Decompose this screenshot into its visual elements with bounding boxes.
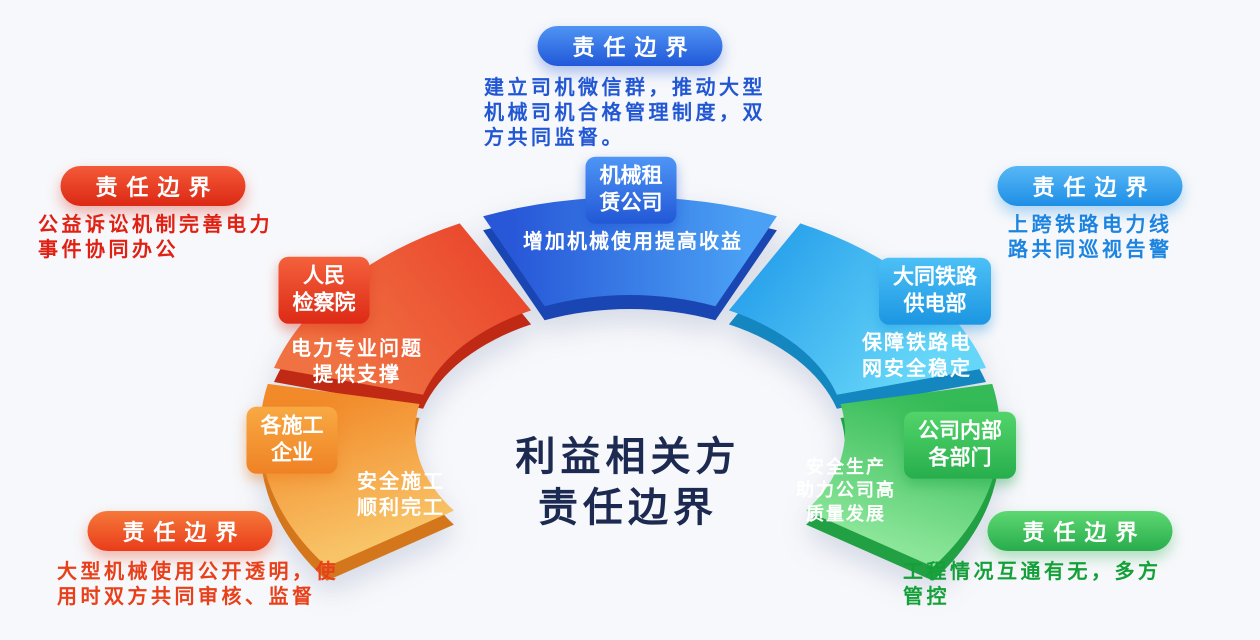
ring-segment-machinery-leasing-company — [483, 196, 777, 307]
callout-pill-right-upper: 责任边界 — [997, 166, 1183, 206]
callout-text-line: 机械司机合格管理制度，双 — [484, 101, 766, 124]
callout-pill-right-lower: 责任边界 — [987, 511, 1173, 551]
callout-text-line: 公益诉讼机制完善电力 — [38, 214, 273, 236]
callout-text-left-upper: 公益诉讼机制完善电力 事件协同办公 — [38, 213, 273, 263]
callout-text-right-upper: 上跨铁路电力线 路共同巡视告警 — [1008, 213, 1173, 263]
center-title-line2: 责任边界 — [538, 486, 718, 530]
segment-desc-text: 助力公司高 — [796, 480, 896, 501]
callout-text-line: 建立司机微信群，推动大型 — [484, 77, 766, 99]
segment-desc-internal-departments: 安全生产 助力公司高 质量发展 — [796, 456, 896, 526]
segment-label-text: 机械租 — [599, 164, 663, 188]
segment-desc-text: 质量发展 — [806, 503, 886, 524]
callout-text-top: 建立司机微信群，推动大型 机械司机合格管理制度，双 方共同监督。 — [484, 76, 766, 150]
callout-text-line: 管控 — [903, 585, 950, 608]
callout-pill-left-upper: 责任边界 — [60, 166, 246, 206]
segment-desc-text: 顺利完工 — [357, 497, 445, 519]
segment-label-construction: 各施工 企业 — [246, 406, 338, 474]
segment-desc-construction: 安全施工 顺利完工 — [357, 469, 445, 521]
segment-label-text: 赁公司 — [599, 192, 663, 215]
segment-desc-text: 增加机械使用提高收益 — [523, 231, 743, 253]
segment-label-text: 公司内部 — [918, 419, 1002, 443]
segment-label-text: 人民 — [303, 264, 345, 288]
callout-text-left-lower: 大型机械使用公开透明，使 用时双方共同审核、监督 — [57, 560, 339, 610]
segment-label-text: 大同铁路 — [893, 265, 977, 289]
callout-text-line: 大型机械使用公开透明，使 — [57, 561, 339, 583]
callout-pill-top: 责任边界 — [537, 26, 723, 66]
callout-pill-left-lower: 责任边界 — [87, 511, 273, 551]
segment-label-text: 检察院 — [292, 292, 356, 315]
segment-desc-datong-railway: 保障铁路电 网安全稳定 — [862, 330, 972, 382]
callout-text-line: 方共同监督。 — [484, 126, 625, 149]
callout-text-line: 工程情况互通有无，多方 — [903, 561, 1162, 583]
callout-text-line: 路共同巡视告警 — [1008, 238, 1173, 261]
segment-desc-text: 电力专业问题 — [291, 338, 423, 360]
segment-label-datong-railway: 大同铁路 供电部 — [879, 257, 991, 325]
callout-text-line: 用时双方共同审核、监督 — [57, 585, 316, 608]
ring-segment-datong-railway-power-supply — [728, 223, 986, 395]
center-title-line1: 利益相关方 — [515, 434, 741, 479]
segment-label-text: 供电部 — [903, 293, 967, 316]
segment-desc-machinery-leasing: 增加机械使用提高收益 — [523, 229, 743, 255]
segment-desc-text: 安全施工 — [357, 471, 445, 493]
segment-label-text: 企业 — [271, 442, 313, 465]
callout-text-right-lower: 工程情况互通有无，多方 管控 — [903, 560, 1162, 610]
callout-text-line: 事件协同办公 — [38, 238, 179, 261]
segment-desc-text: 提供支撑 — [313, 364, 401, 386]
callout-text-line: 上跨铁路电力线 — [1008, 214, 1173, 236]
segment-label-text: 各部门 — [928, 447, 992, 470]
segment-desc-text: 保障铁路电 — [862, 332, 972, 354]
ring-segment-peoples-procuratorate — [274, 223, 532, 395]
segment-label-text: 各施工 — [260, 414, 324, 438]
segment-desc-text: 网安全稳定 — [862, 358, 972, 380]
segment-desc-text: 安全生产 — [806, 456, 886, 477]
center-title: 利益相关方 责任边界 — [516, 432, 741, 534]
segment-label-internal-departments: 公司内部 各部门 — [904, 411, 1016, 479]
segment-label-machinery-leasing: 机械租 赁公司 — [585, 156, 677, 224]
segment-desc-procuratorate: 电力专业问题 提供支撑 — [291, 336, 423, 388]
segment-label-procuratorate: 人民 检察院 — [278, 256, 370, 324]
